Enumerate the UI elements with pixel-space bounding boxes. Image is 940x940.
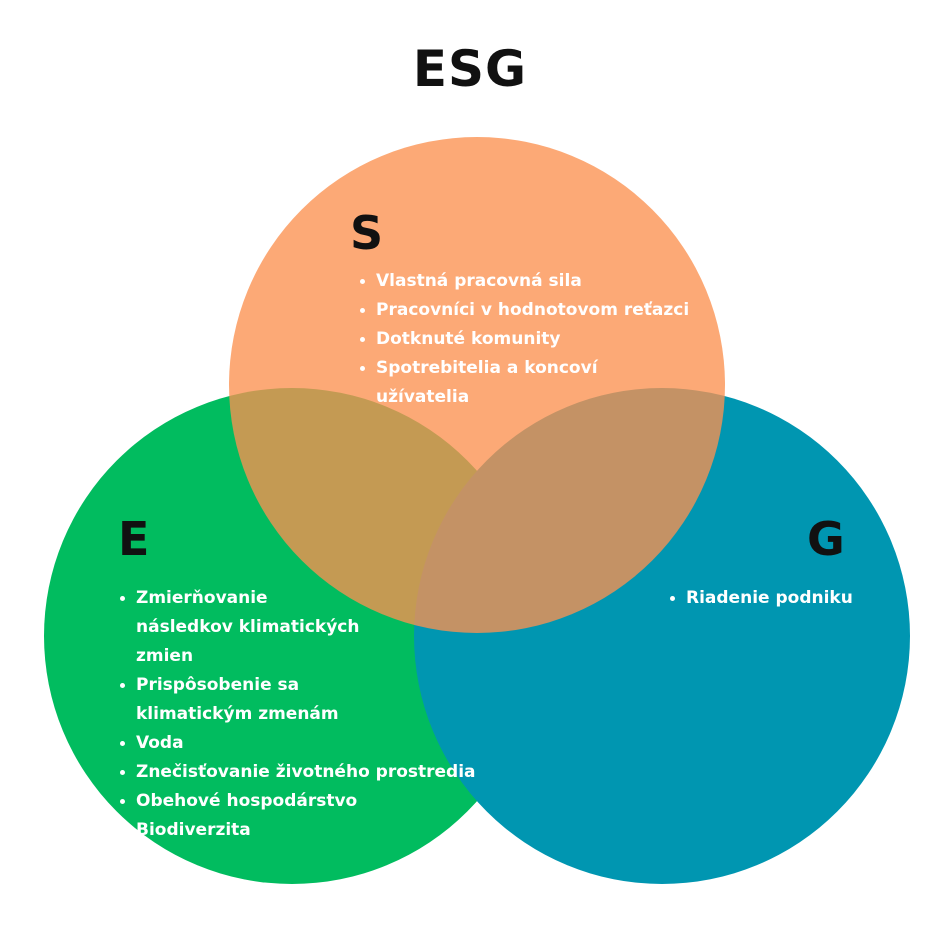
- social-list: Vlastná pracovná sila Pracovníci v hodno…: [356, 267, 696, 412]
- list-item: Zmierňovanie následkov klimatických zmie…: [116, 584, 366, 671]
- environmental-letter: E: [118, 512, 150, 566]
- list-item: Riadenie podniku: [666, 584, 866, 613]
- list-item: Prispôsobenie sa klimatickým zmenám: [116, 671, 366, 729]
- diagram-title: ESG: [412, 40, 528, 98]
- list-item: Dotknuté komunity: [356, 325, 696, 354]
- social-circle: [229, 137, 725, 633]
- list-item: Znečisťovanie životného prostredia: [116, 758, 476, 787]
- list-item: Spotrebitelia a koncoví užívatelia: [356, 354, 696, 412]
- list-item: Biodiverzita: [116, 816, 366, 845]
- list-item: Obehové hospodárstvo: [116, 787, 366, 816]
- list-item: Voda: [116, 729, 366, 758]
- social-letter: S: [350, 206, 384, 260]
- governance-letter: G: [807, 512, 845, 566]
- environmental-list: Zmierňovanie následkov klimatických zmie…: [116, 584, 476, 845]
- list-item: Vlastná pracovná sila: [356, 267, 696, 296]
- list-item: Pracovníci v hodnotovom reťazci: [356, 296, 696, 325]
- governance-list: Riadenie podniku: [666, 584, 866, 613]
